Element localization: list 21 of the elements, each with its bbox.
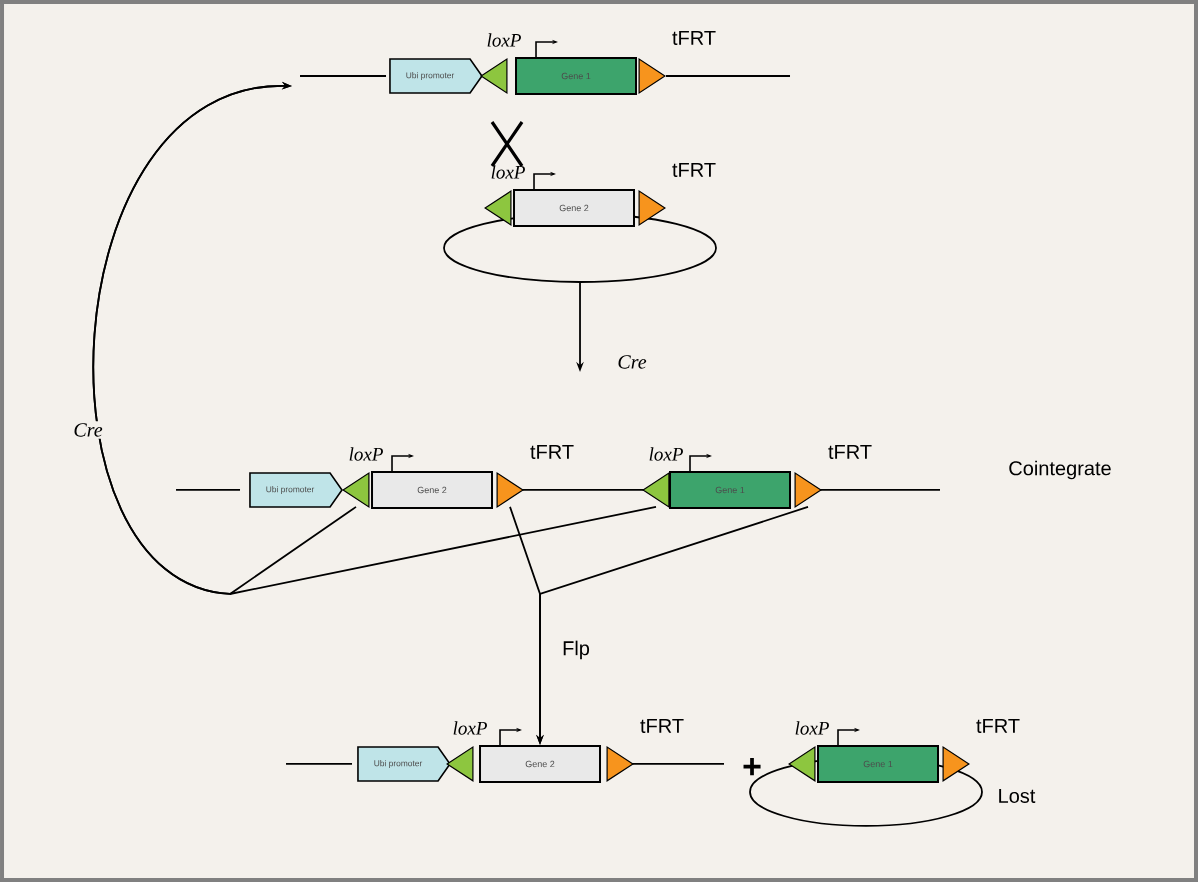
frt-site: tFRT xyxy=(638,31,716,94)
frt-site: tFRT xyxy=(794,445,872,508)
node-label: tFRT xyxy=(672,163,716,177)
edge-label: Cre xyxy=(71,421,105,439)
frt-site: tFRT xyxy=(638,163,716,226)
edge-label: Flp xyxy=(560,638,592,662)
text-label: + xyxy=(743,758,761,776)
node-label: tFRT xyxy=(828,445,872,459)
node-label: loxP xyxy=(487,33,521,47)
text-label: Cointegrate xyxy=(1009,460,1111,480)
frt-site: tFRT xyxy=(606,719,684,782)
node-label: tFRT xyxy=(640,719,684,733)
loxp-site: loxP xyxy=(480,33,521,94)
node-label: tFRT xyxy=(530,445,574,459)
node-label: tFRT xyxy=(672,31,716,45)
node-label: tFRT xyxy=(976,719,1020,733)
frt-site: tFRT xyxy=(496,445,574,508)
arrow xyxy=(93,81,657,595)
node-label: Lost xyxy=(999,788,1036,803)
frt-site: tFRT xyxy=(942,719,1020,782)
edge-label: Cre xyxy=(615,353,649,371)
